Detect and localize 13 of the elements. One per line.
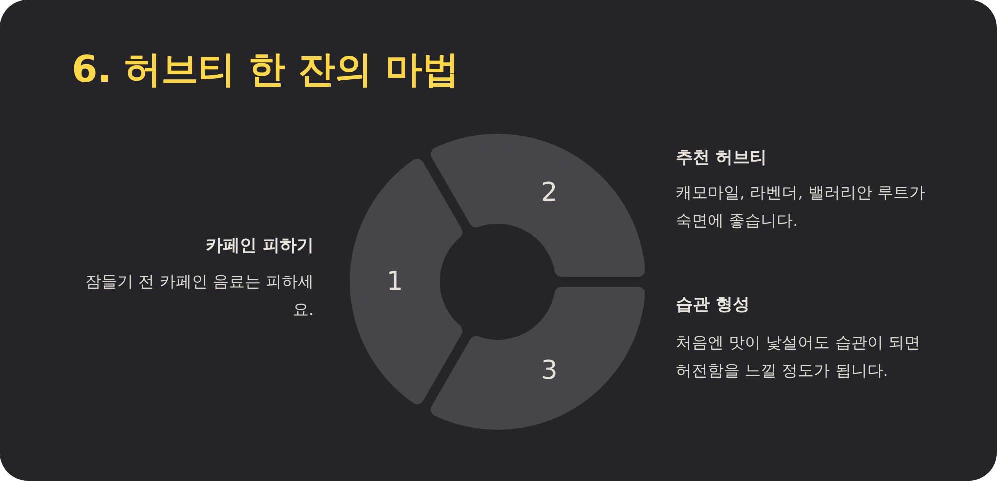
step-description: 잠들기 전 카페인 음료는 피하세요. (84, 271, 314, 321)
donut-segment (431, 134, 646, 277)
step-heading: 카페인 피하기 (206, 235, 314, 258)
step-description: 처음엔 맛이 낯설어도 습관이 되면 허전함을 느낄 정도가 됩니다. (676, 332, 922, 382)
step-heading: 습관 형성 (676, 294, 750, 317)
step-description: 캐모마일, 라벤더, 밸러리안 루트가 숙면에 좋습니다. (676, 182, 926, 232)
segment-number: 2 (540, 178, 559, 208)
segment-number: 3 (540, 356, 559, 386)
step-heading: 추천 허브티 (676, 147, 767, 170)
donut-segment (431, 287, 646, 430)
title: 6. 허브티 한 잔의 마법 (72, 47, 460, 93)
donut-segment (350, 159, 463, 405)
segment-number: 1 (386, 266, 404, 297)
